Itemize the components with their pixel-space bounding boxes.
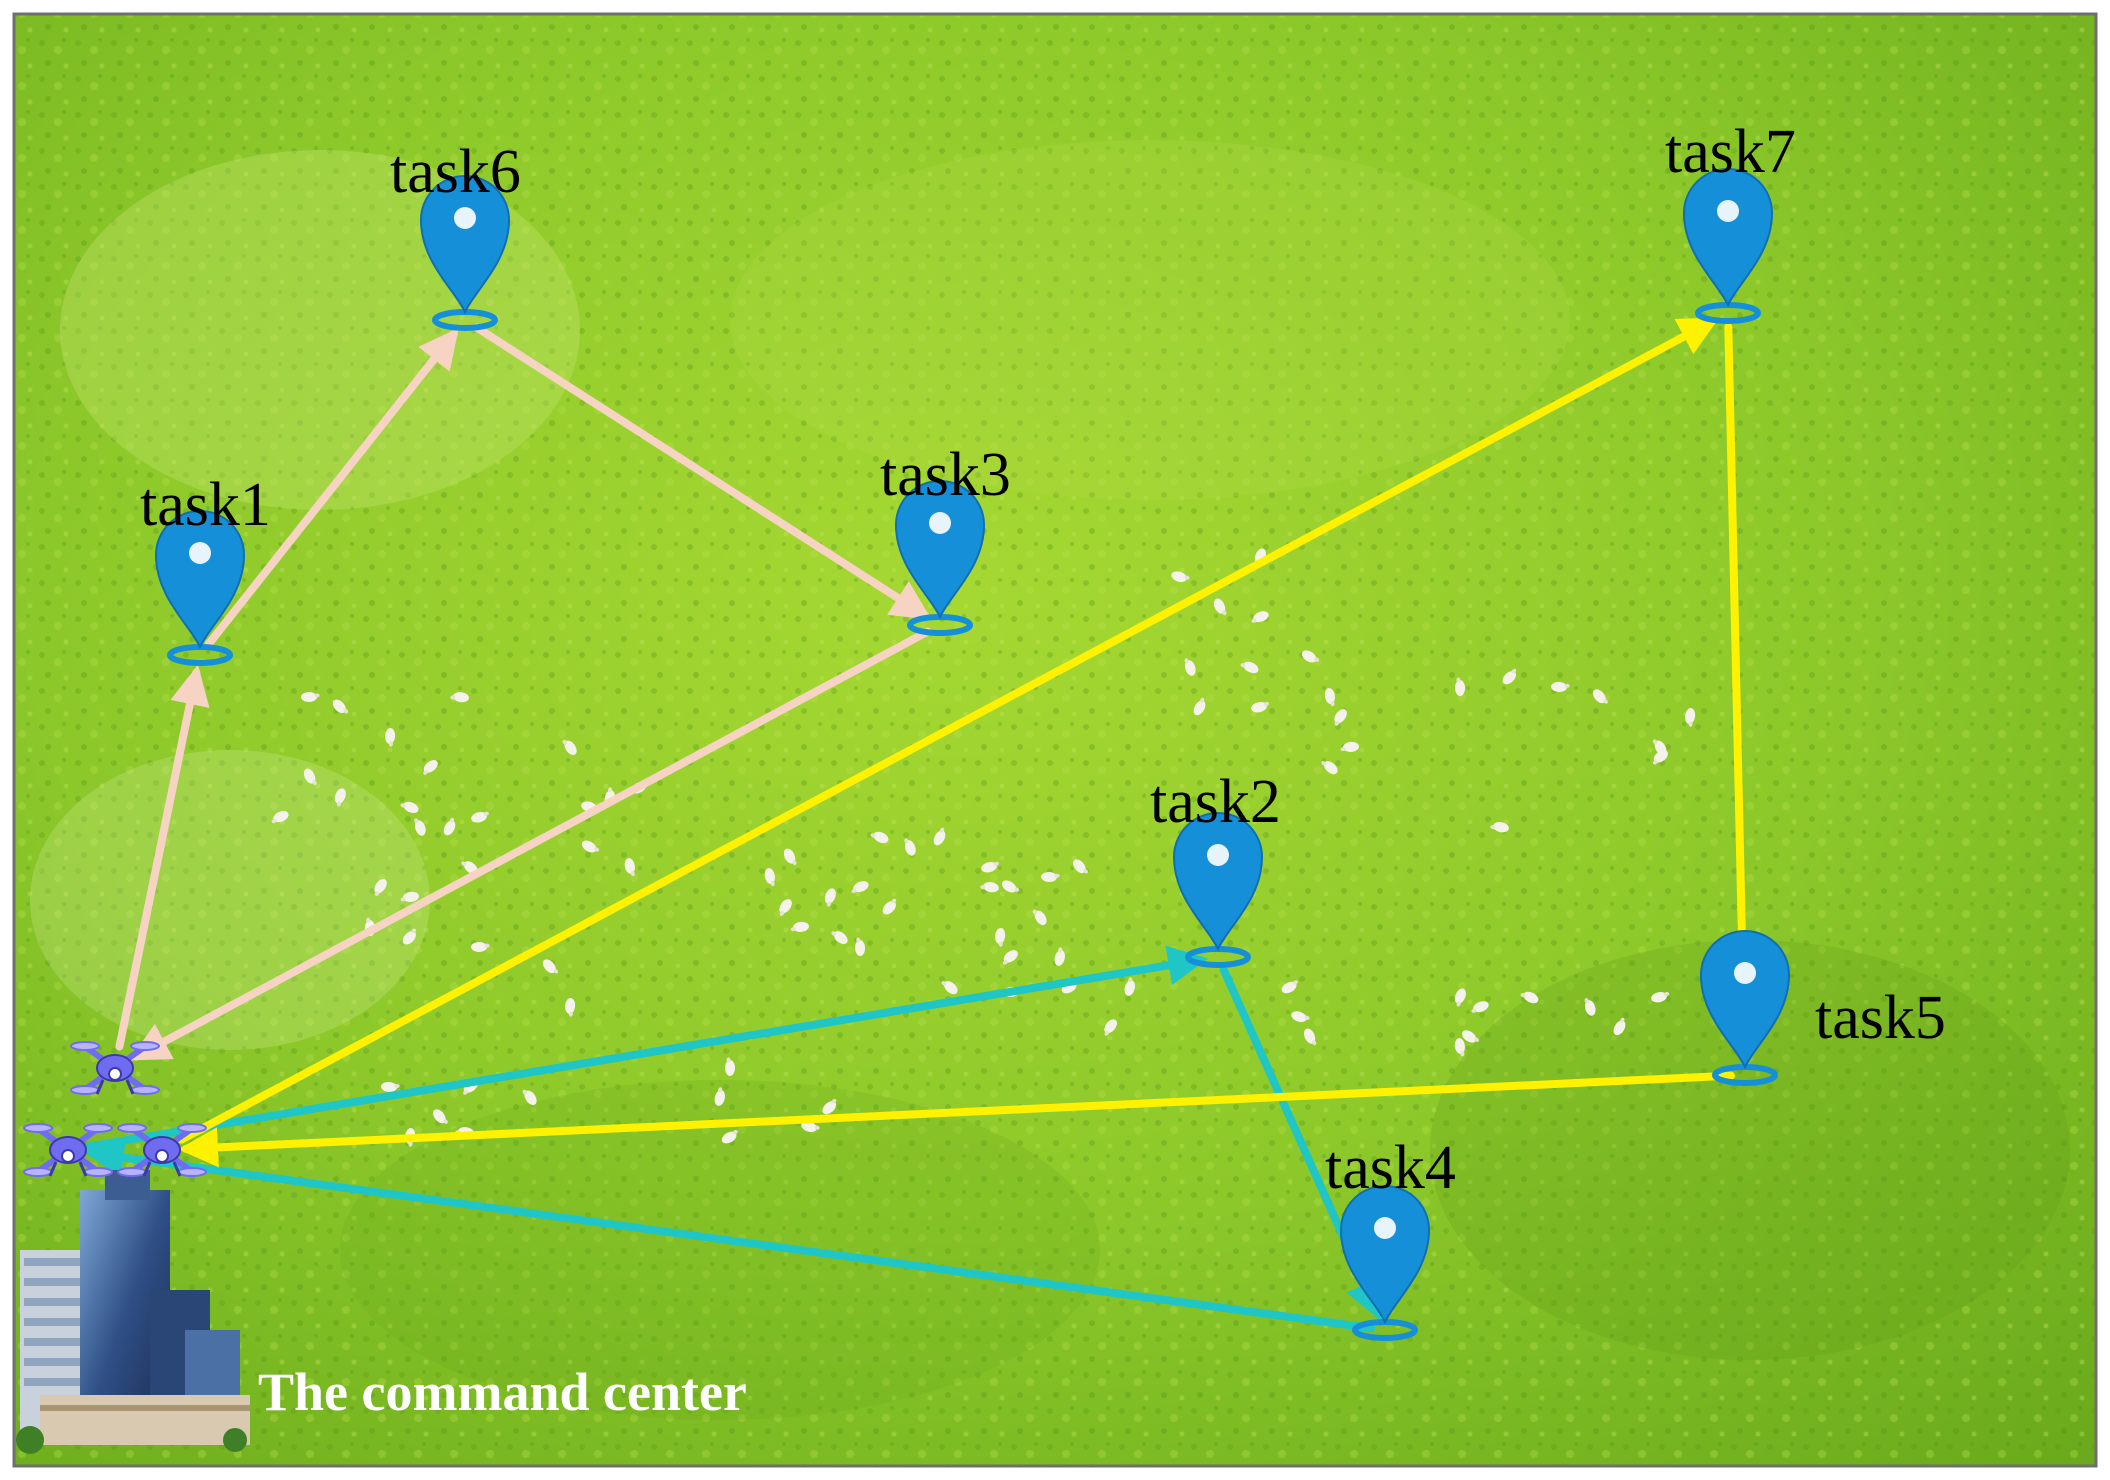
command-center-label: The command center — [258, 1362, 747, 1422]
command-center-building: The command center — [16, 1170, 747, 1454]
task-label-task7: task7 — [1665, 118, 1796, 186]
route-segment — [177, 317, 1720, 1144]
image-frame — [12, 12, 2098, 1468]
location-pin-icon — [154, 510, 246, 666]
location-pin-icon — [1699, 930, 1791, 1086]
route-segment — [472, 323, 932, 620]
route-segment — [83, 1137, 1376, 1333]
task-label-task1: task1 — [140, 471, 271, 539]
location-pin-icon — [894, 480, 986, 636]
route-segment — [85, 945, 1209, 1151]
location-pin-icon — [419, 175, 511, 331]
task-marker-task1: task1 — [140, 471, 271, 666]
task-marker-task4: task4 — [1325, 1134, 1456, 1341]
task-marker-task6: task6 — [390, 138, 521, 331]
task-label-task2: task2 — [1150, 768, 1281, 836]
quadcopter-drone-icon — [70, 1041, 160, 1095]
task-label-task3: task3 — [880, 441, 1011, 509]
route-segment — [177, 1071, 1736, 1168]
route-segment — [204, 327, 459, 649]
route-segment — [115, 664, 210, 1051]
route-1-path — [115, 323, 932, 1061]
route-segment — [129, 627, 932, 1061]
task-label-task4: task4 — [1325, 1134, 1456, 1202]
task-marker-task7: task7 — [1665, 118, 1796, 324]
task-label-task5: task5 — [1815, 984, 1946, 1052]
location-pin-icon — [1172, 812, 1264, 968]
task-marker-task2: task2 — [1150, 768, 1281, 968]
task-marker-task5: task5 — [1699, 930, 1946, 1086]
quadcopter-drone-icon — [117, 1123, 207, 1177]
quadcopter-drone-icon — [23, 1123, 113, 1177]
task-marker-layer: task1 task2 task3 task4 task5 task6 task7 — [140, 118, 1946, 1341]
drone-group — [23, 1041, 207, 1177]
location-pin-icon — [1339, 1185, 1431, 1341]
task-marker-task3: task3 — [880, 441, 1011, 636]
office-building-icon — [16, 1170, 250, 1454]
task-label-task6: task6 — [390, 138, 521, 206]
grassland-background — [14, 14, 2096, 1466]
location-pin-icon — [1682, 168, 1774, 324]
